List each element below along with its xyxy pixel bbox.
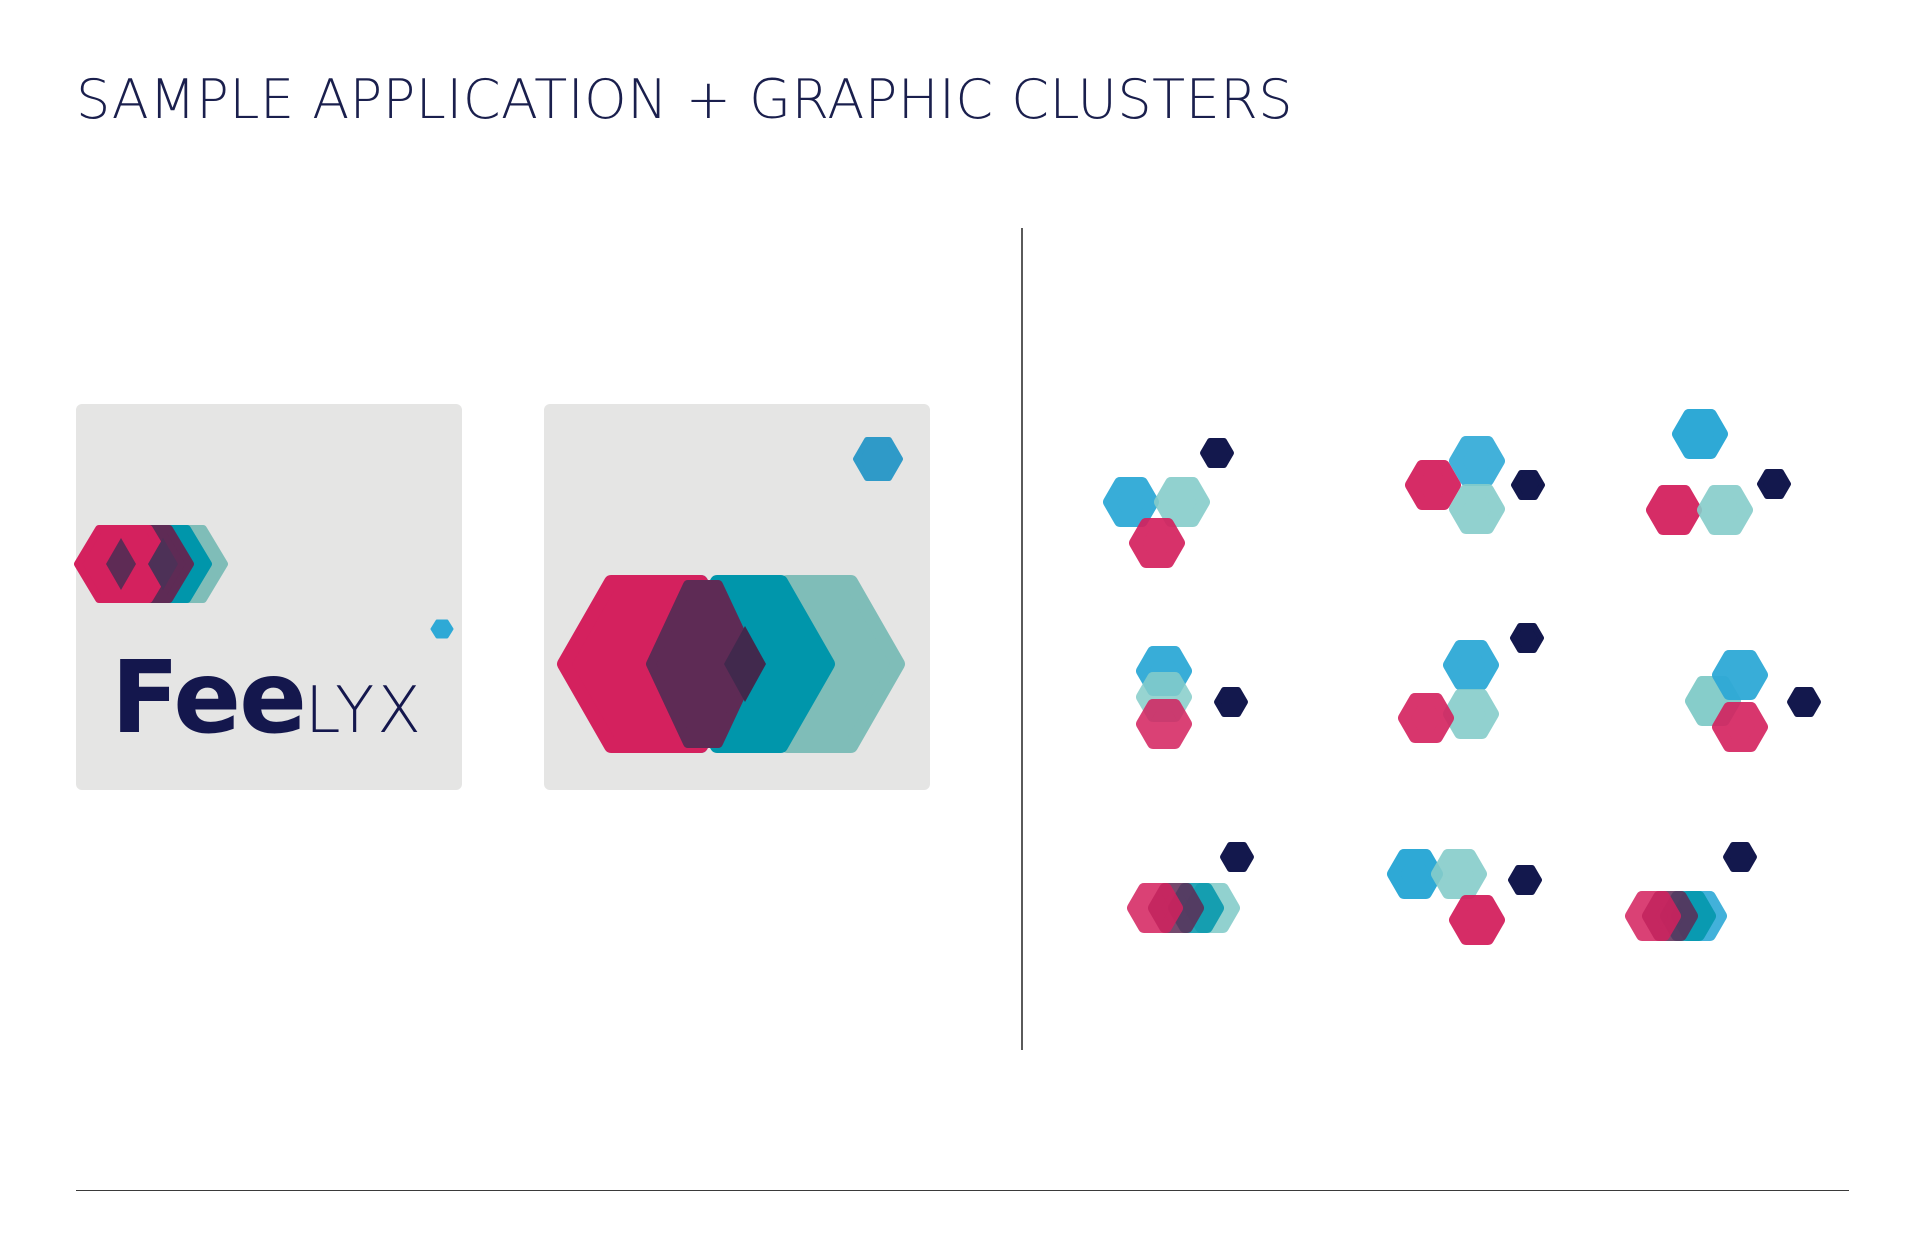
logo-symbol-icon (74, 525, 454, 639)
graphic-clusters-grid (1060, 380, 1880, 1020)
cluster-4 (1142, 652, 1245, 743)
cluster-7 (1133, 845, 1251, 927)
cluster-6 (1691, 656, 1818, 746)
logo-overlap-plum (106, 538, 136, 590)
mark-accent-hexagon-icon (853, 437, 903, 481)
large-symbol-icon (557, 437, 905, 753)
brand-name-bold: Fee (111, 639, 307, 756)
cluster-8 (1393, 855, 1539, 939)
graphic-clusters (1060, 380, 1880, 1020)
cluster-9 (1631, 845, 1754, 935)
logo-overlap-dark (148, 538, 178, 590)
cluster-5 (1404, 626, 1541, 737)
brand-name-light: LYX (304, 674, 424, 748)
logo-accent-dot-icon (430, 619, 454, 639)
horizontal-divider (76, 1190, 1849, 1191)
symbol-application-card (544, 404, 930, 790)
cluster-2 (1411, 442, 1542, 528)
mark-overlap-dark (724, 626, 766, 702)
cluster-3 (1652, 415, 1788, 529)
page-title: SAMPLE APPLICATION + GRAPHIC CLUSTERS (76, 68, 1294, 131)
vertical-divider (1021, 228, 1023, 1050)
logo-application-card: FeeLYX (74, 404, 462, 790)
brand-wordmark: FeeLYX (111, 648, 424, 748)
cluster-1 (1109, 441, 1231, 562)
